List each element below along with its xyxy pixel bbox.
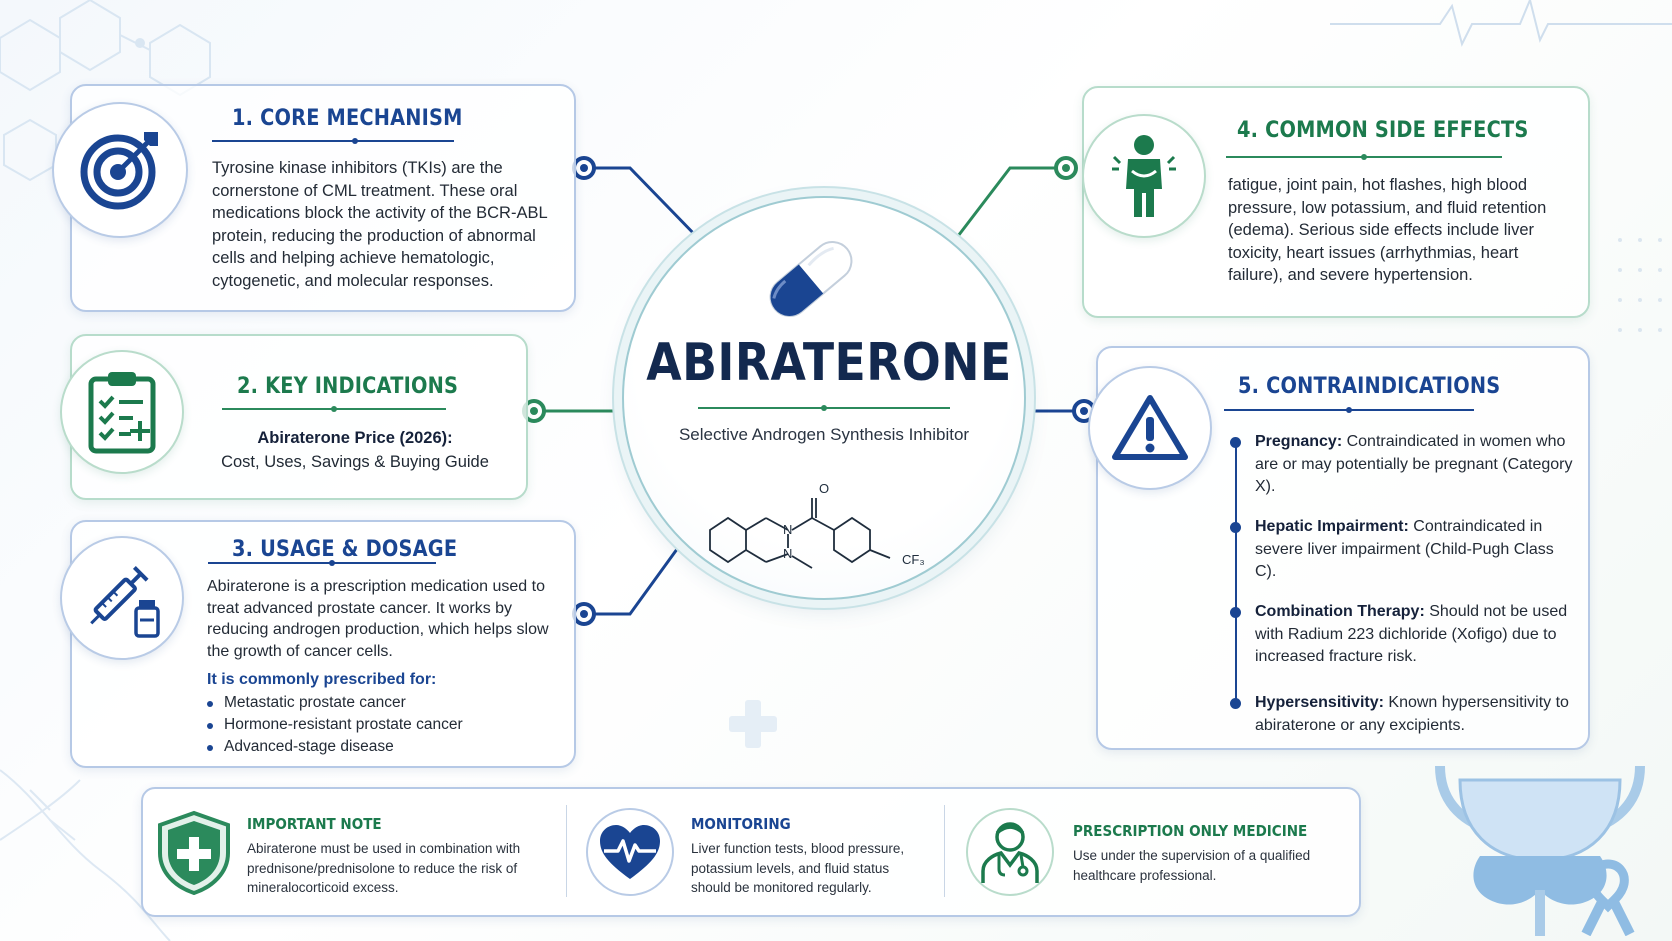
mechanism-title-underline — [212, 140, 454, 142]
ecg-line — [1330, 0, 1672, 47]
contraindications-icon-circle — [1088, 366, 1212, 490]
faint-plus — [729, 700, 777, 748]
indications-icon-circle — [60, 350, 184, 474]
contra-label: Pregnancy: — [1255, 433, 1343, 450]
structure-n1-label: N — [783, 522, 793, 537]
note-icon-circle — [150, 808, 238, 896]
side-effects-icon-circle — [1082, 114, 1206, 238]
note-title: IMPORTANT NOTE — [247, 815, 382, 833]
structure-n2-label: N — [783, 546, 793, 561]
note-text: Abiraterone must be used in combination … — [247, 841, 521, 895]
indications-line-2: Cost, Uses, Savings & Buying Guide — [221, 453, 489, 471]
usage-title-underline — [208, 562, 436, 564]
usage-icon-circle — [60, 536, 184, 660]
prostate-ribbon-illustration — [1435, 765, 1645, 936]
contra-label: Hepatic Impairment: — [1255, 518, 1409, 535]
monitoring-title: MONITORING — [691, 815, 791, 833]
person-discomfort-icon — [1112, 135, 1176, 217]
shield-plus-icon — [158, 810, 230, 895]
mechanism-text: Tyrosine kinase inhibitors (TKIs) are th… — [212, 159, 548, 290]
contra-label: Hypersensitivity: — [1255, 694, 1384, 711]
drug-name: ABIRATERONE — [646, 333, 1012, 393]
heart-pulse-icon — [600, 825, 660, 879]
bottom-info-panel — [141, 787, 1361, 917]
contra-item-hypersensitivity: Hypersensitivity: Known hypersensitivity… — [1255, 692, 1575, 737]
contra-text: Should not be used with Radium 223 dichl… — [1255, 603, 1568, 665]
contra-item-hepatic: Hepatic Impairment: Contraindicated in s… — [1255, 516, 1575, 584]
contra-dot — [1230, 522, 1241, 533]
contraindications-timeline — [1235, 444, 1237, 706]
structure-oxygen-label: O — [819, 481, 830, 496]
side-effects-title: 4. COMMON SIDE EFFECTS — [1237, 118, 1529, 143]
indications-underline-dot — [331, 406, 337, 412]
monitoring-icon-circle — [586, 808, 674, 896]
bottom-divider — [944, 805, 945, 897]
connector-lines — [534, 166, 1084, 616]
center-divider-dot — [821, 405, 827, 411]
prescription-title: PRESCRIPTION ONLY MEDICINE — [1073, 822, 1308, 840]
drug-subtitle: Selective Androgen Synthesis Inhibitor — [678, 425, 970, 444]
mechanism-icon-circle — [52, 102, 188, 238]
contraindications-title: 5. CONTRAINDICATIONS — [1238, 374, 1501, 399]
bottom-divider — [566, 805, 567, 897]
mechanism-underline-dot — [352, 138, 358, 144]
side-effects-underline-dot — [1361, 154, 1367, 160]
usage-text: Abiraterone is a prescription medication… — [207, 578, 549, 660]
contra-text: Contraindicated in women who are or may … — [1255, 433, 1573, 495]
contra-label: Combination Therapy: — [1255, 603, 1425, 620]
usage-underline-dot — [329, 560, 335, 566]
target-icon — [80, 132, 158, 210]
indications-line-1: Abiraterone Price (2026): — [257, 429, 453, 447]
structure-cf3-label: CF₃ — [902, 552, 925, 567]
contra-dot — [1230, 437, 1241, 448]
clipboard-checklist-icon — [88, 372, 156, 454]
contra-text: Contraindicated in severe liver impairme… — [1255, 518, 1554, 580]
contra-dot — [1230, 698, 1241, 709]
indications-title: 2. KEY INDICATIONS — [237, 374, 459, 399]
prescription-text: Use under the supervision of a qualified… — [1073, 848, 1311, 883]
monitoring-text: Liver function tests, blood pressure, po… — [691, 841, 905, 895]
chemical-structure-diagram — [709, 498, 891, 569]
usage-bullet: Hormone-resistant prostate cancer — [207, 716, 463, 733]
syringe-vial-icon — [90, 566, 160, 638]
contra-item-combination: Combination Therapy: Should not be used … — [1255, 601, 1575, 669]
usage-bullet: Advanced-stage disease — [207, 738, 394, 755]
warning-triangle-icon — [1112, 395, 1188, 460]
prescription-icon-circle — [966, 808, 1054, 896]
mechanism-title: 1. CORE MECHANISM — [232, 106, 463, 131]
capsule-icon — [769, 241, 853, 317]
side-effects-text: fatigue, joint pain, hot flashes, high b… — [1228, 176, 1547, 284]
usage-title: 3. USAGE & DOSAGE — [232, 537, 458, 562]
dna-helix — [0, 769, 171, 941]
usage-bullet: Metastatic prostate cancer — [207, 694, 406, 711]
contra-dot — [1230, 607, 1241, 618]
doctor-icon — [981, 822, 1039, 883]
contra-item-pregnancy: Pregnancy: Contraindicated in women who … — [1255, 431, 1575, 499]
dot-grid — [1618, 238, 1662, 332]
contraindications-underline-dot — [1346, 407, 1352, 413]
contra-text: Known hypersensitivity to abiraterone or… — [1255, 694, 1569, 734]
usage-subheading: It is commonly prescribed for: — [207, 671, 437, 688]
